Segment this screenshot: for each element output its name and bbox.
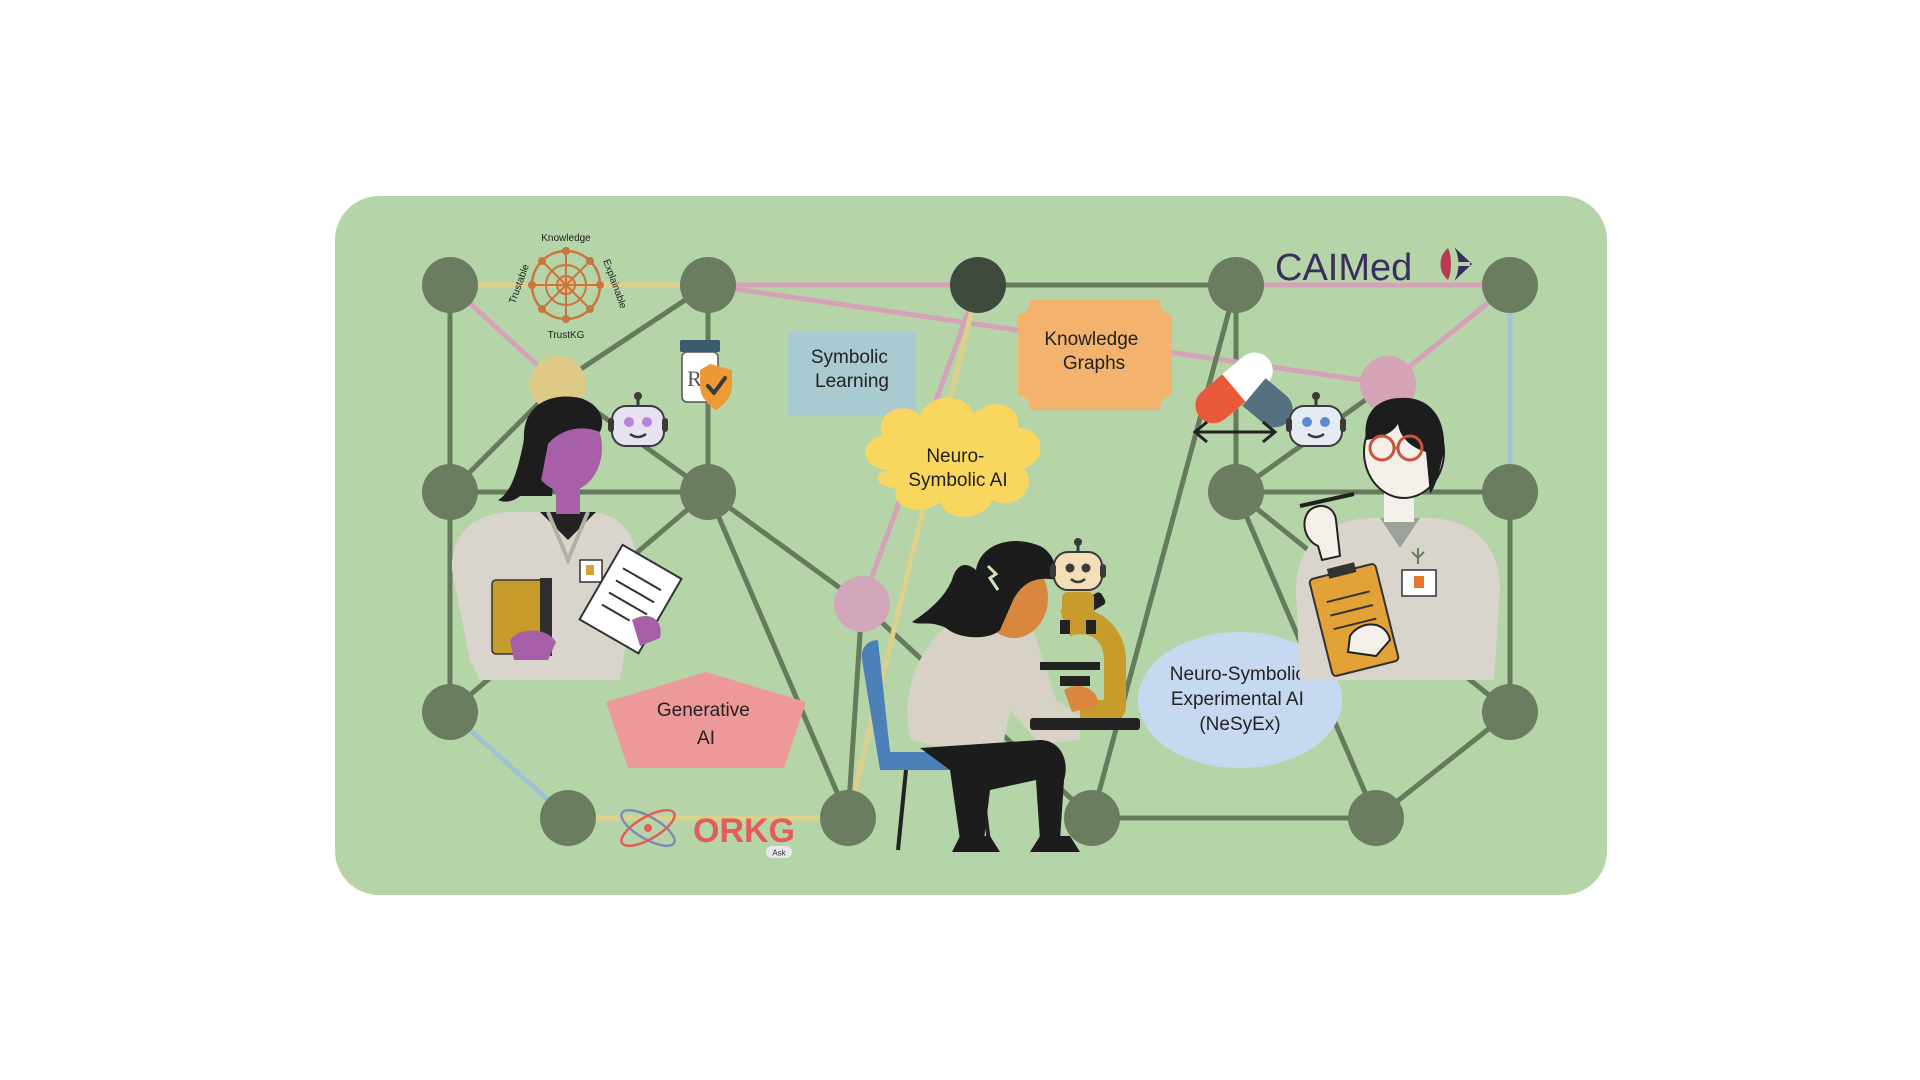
network-node [422,257,478,313]
symbolic-learning-label: Symbolic Learning [811,347,893,392]
network-node [422,464,478,520]
network-node [834,576,890,632]
generative-ai-node: Generative AI [606,672,806,768]
caimed-logo: CAIMed [1275,247,1472,289]
knowledge-graphs-node: Knowledge Graphs [1018,300,1172,410]
woman-scientist-with-microscope [861,538,1140,852]
neuro-symbolic-ai-label: Neuro- Symbolic AI [908,446,1007,491]
caimed-wordmark: CAIMed [1275,247,1412,289]
orkg-logo: ORKG Ask [620,808,795,858]
prescription-icon: Rx [680,340,732,410]
network-node [1208,464,1264,520]
network-edge [845,603,865,819]
man-scientist-with-clipboard [1296,397,1500,680]
knowledge-graphs-label: Knowledge Graphs [1044,329,1143,374]
trustkg-top-label: Knowledge [541,233,591,244]
network-edge [1374,710,1512,820]
orkg-atom-icon [620,808,676,848]
network-node [1348,790,1404,846]
neuro-symbolic-ai-node: Neuro- Symbolic AI [865,397,1041,517]
robot-icon [608,392,668,447]
network-edge [706,489,864,607]
generative-ai-label: Generative AI [657,700,755,749]
network-node [820,790,876,846]
network-node [950,257,1006,313]
orkg-ask-badge [766,846,792,858]
robot-icon-right [1286,392,1346,447]
network-edge [556,282,710,387]
network-edge [705,491,851,819]
symbolic-learning-node: Symbolic Learning [788,332,916,416]
pill-icon-secondary [1242,378,1293,428]
network-node [680,464,736,520]
trustkg-bottom-label: TrustKG [548,330,585,341]
nesyex-label: Neuro-Symbolic Experimental AI (NeSyEx) [1170,664,1310,735]
network-node [1482,257,1538,313]
network-node [1064,790,1120,846]
network-node [1482,684,1538,740]
robot-icon-center [1050,538,1106,634]
network-node [540,790,596,846]
woman-scientist-with-documents [451,396,683,680]
network-node [1208,257,1264,313]
double-arrow-icon [1192,420,1278,444]
orkg-wordmark: ORKG [693,812,795,850]
network-node [680,257,736,313]
nesyex-node: Neuro-Symbolic Experimental AI (NeSyEx) [1138,632,1342,768]
network-node [1482,464,1538,520]
orkg-ask-badge-label: Ask [772,849,786,858]
caimed-mark-icon [1440,247,1472,281]
network-edge [845,284,981,819]
network-node [422,684,478,740]
